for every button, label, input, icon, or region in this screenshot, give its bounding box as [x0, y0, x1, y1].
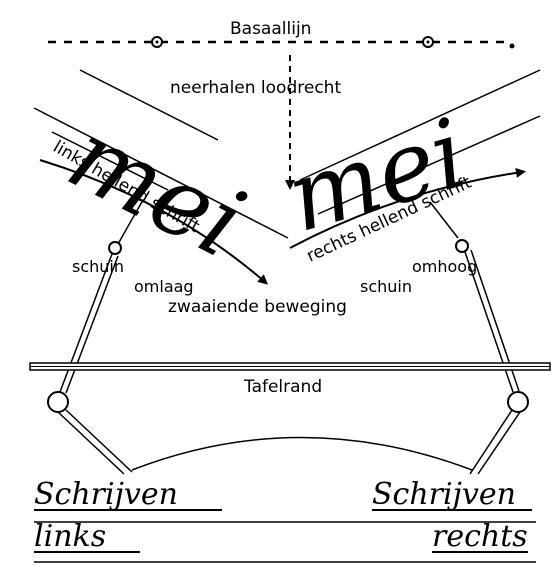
- left-arm-joint-top: [109, 242, 121, 254]
- baseline-end-dot: [510, 44, 515, 49]
- baseline-group: Basaallijn: [48, 19, 515, 49]
- right-arm: [430, 202, 528, 474]
- left-word: mei: [52, 99, 262, 280]
- left-arm-joint-bottom: [48, 392, 68, 412]
- bottom-labels: Schrijven links Schrijven rechts: [34, 477, 536, 562]
- motion-label: zwaaiende beweging: [168, 297, 347, 317]
- bottom-left-word-1: Schrijven: [34, 477, 178, 512]
- bottom-left-word-2: links: [34, 519, 106, 554]
- bottom-right-word-1: Schrijven: [372, 477, 516, 512]
- table-edge-label: Tafelrand: [243, 377, 322, 397]
- left-script-group: mei links hellend schrift: [34, 70, 288, 282]
- right-script-group: mei rechts hellend schrift: [275, 70, 540, 267]
- right-arm-joint-bottom: [508, 392, 528, 412]
- right-arm-joint-top: [456, 240, 468, 252]
- center-label: neerhalen loodrecht: [170, 78, 341, 98]
- bottom-arc: [132, 438, 472, 471]
- bottom-right-word-2: rechts: [432, 519, 528, 554]
- motion-labels: schuin omlaag omhoog schuin zwaaiende be…: [72, 257, 477, 317]
- left-motion-label-2: omlaag: [134, 277, 194, 296]
- table-edge-group: Tafelrand: [30, 363, 550, 397]
- right-motion-label-2: schuin: [360, 277, 412, 296]
- baseline-label: Basaallijn: [230, 19, 311, 39]
- left-arm: [48, 200, 143, 474]
